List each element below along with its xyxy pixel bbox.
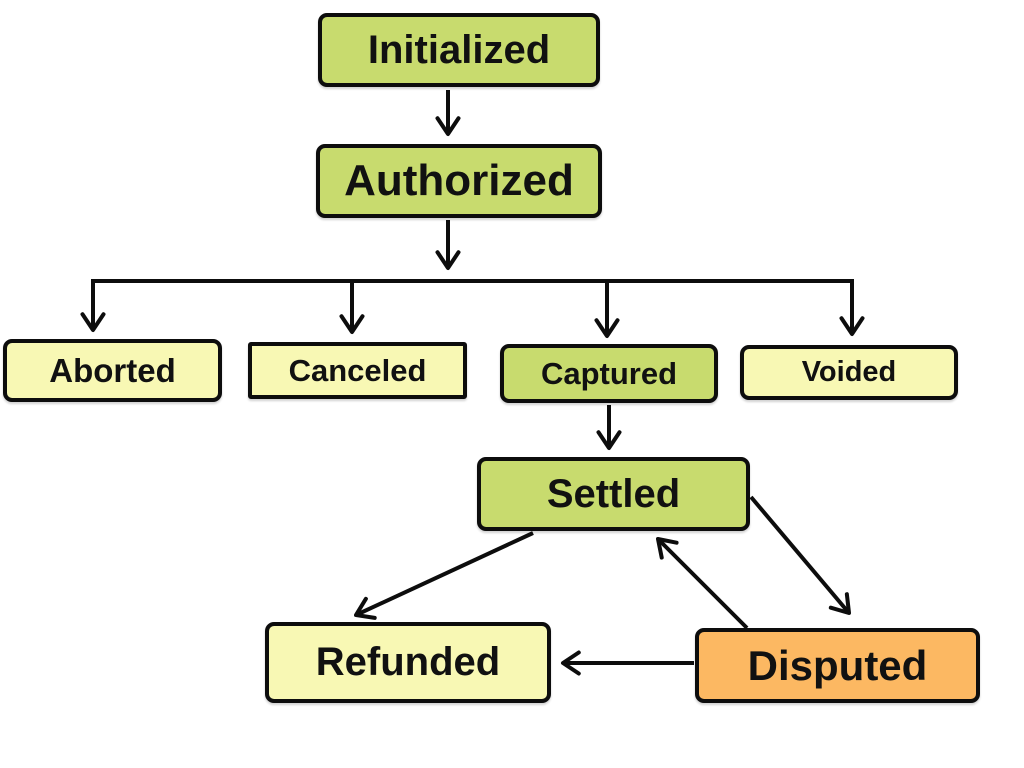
edge-settled-disputed bbox=[749, 495, 852, 616]
node-refunded-label: Refunded bbox=[315, 640, 501, 684]
node-captured: Captured bbox=[500, 344, 718, 403]
node-disputed: Disputed bbox=[695, 628, 980, 703]
node-authorized-label: Authorized bbox=[344, 156, 574, 205]
node-settled-label: Settled bbox=[546, 471, 681, 516]
node-aborted-label: Aborted bbox=[49, 351, 176, 389]
node-voided-label: Voided bbox=[801, 356, 897, 388]
node-settled: Settled bbox=[477, 457, 750, 531]
node-canceled-label: Canceled bbox=[288, 352, 427, 388]
node-disputed-label: Disputed bbox=[747, 641, 928, 689]
node-refunded: Refunded bbox=[265, 622, 551, 703]
node-authorized: Authorized bbox=[316, 144, 602, 218]
edge-disputed-settled bbox=[655, 536, 749, 630]
node-canceled: Canceled bbox=[248, 342, 467, 399]
node-initialized: Initialized bbox=[318, 13, 600, 87]
edge-settled-refunded bbox=[353, 531, 534, 620]
node-aborted: Aborted bbox=[3, 339, 222, 402]
node-voided: Voided bbox=[740, 345, 958, 400]
node-captured-label: Captured bbox=[540, 355, 678, 391]
node-initialized-label: Initialized bbox=[367, 27, 551, 72]
